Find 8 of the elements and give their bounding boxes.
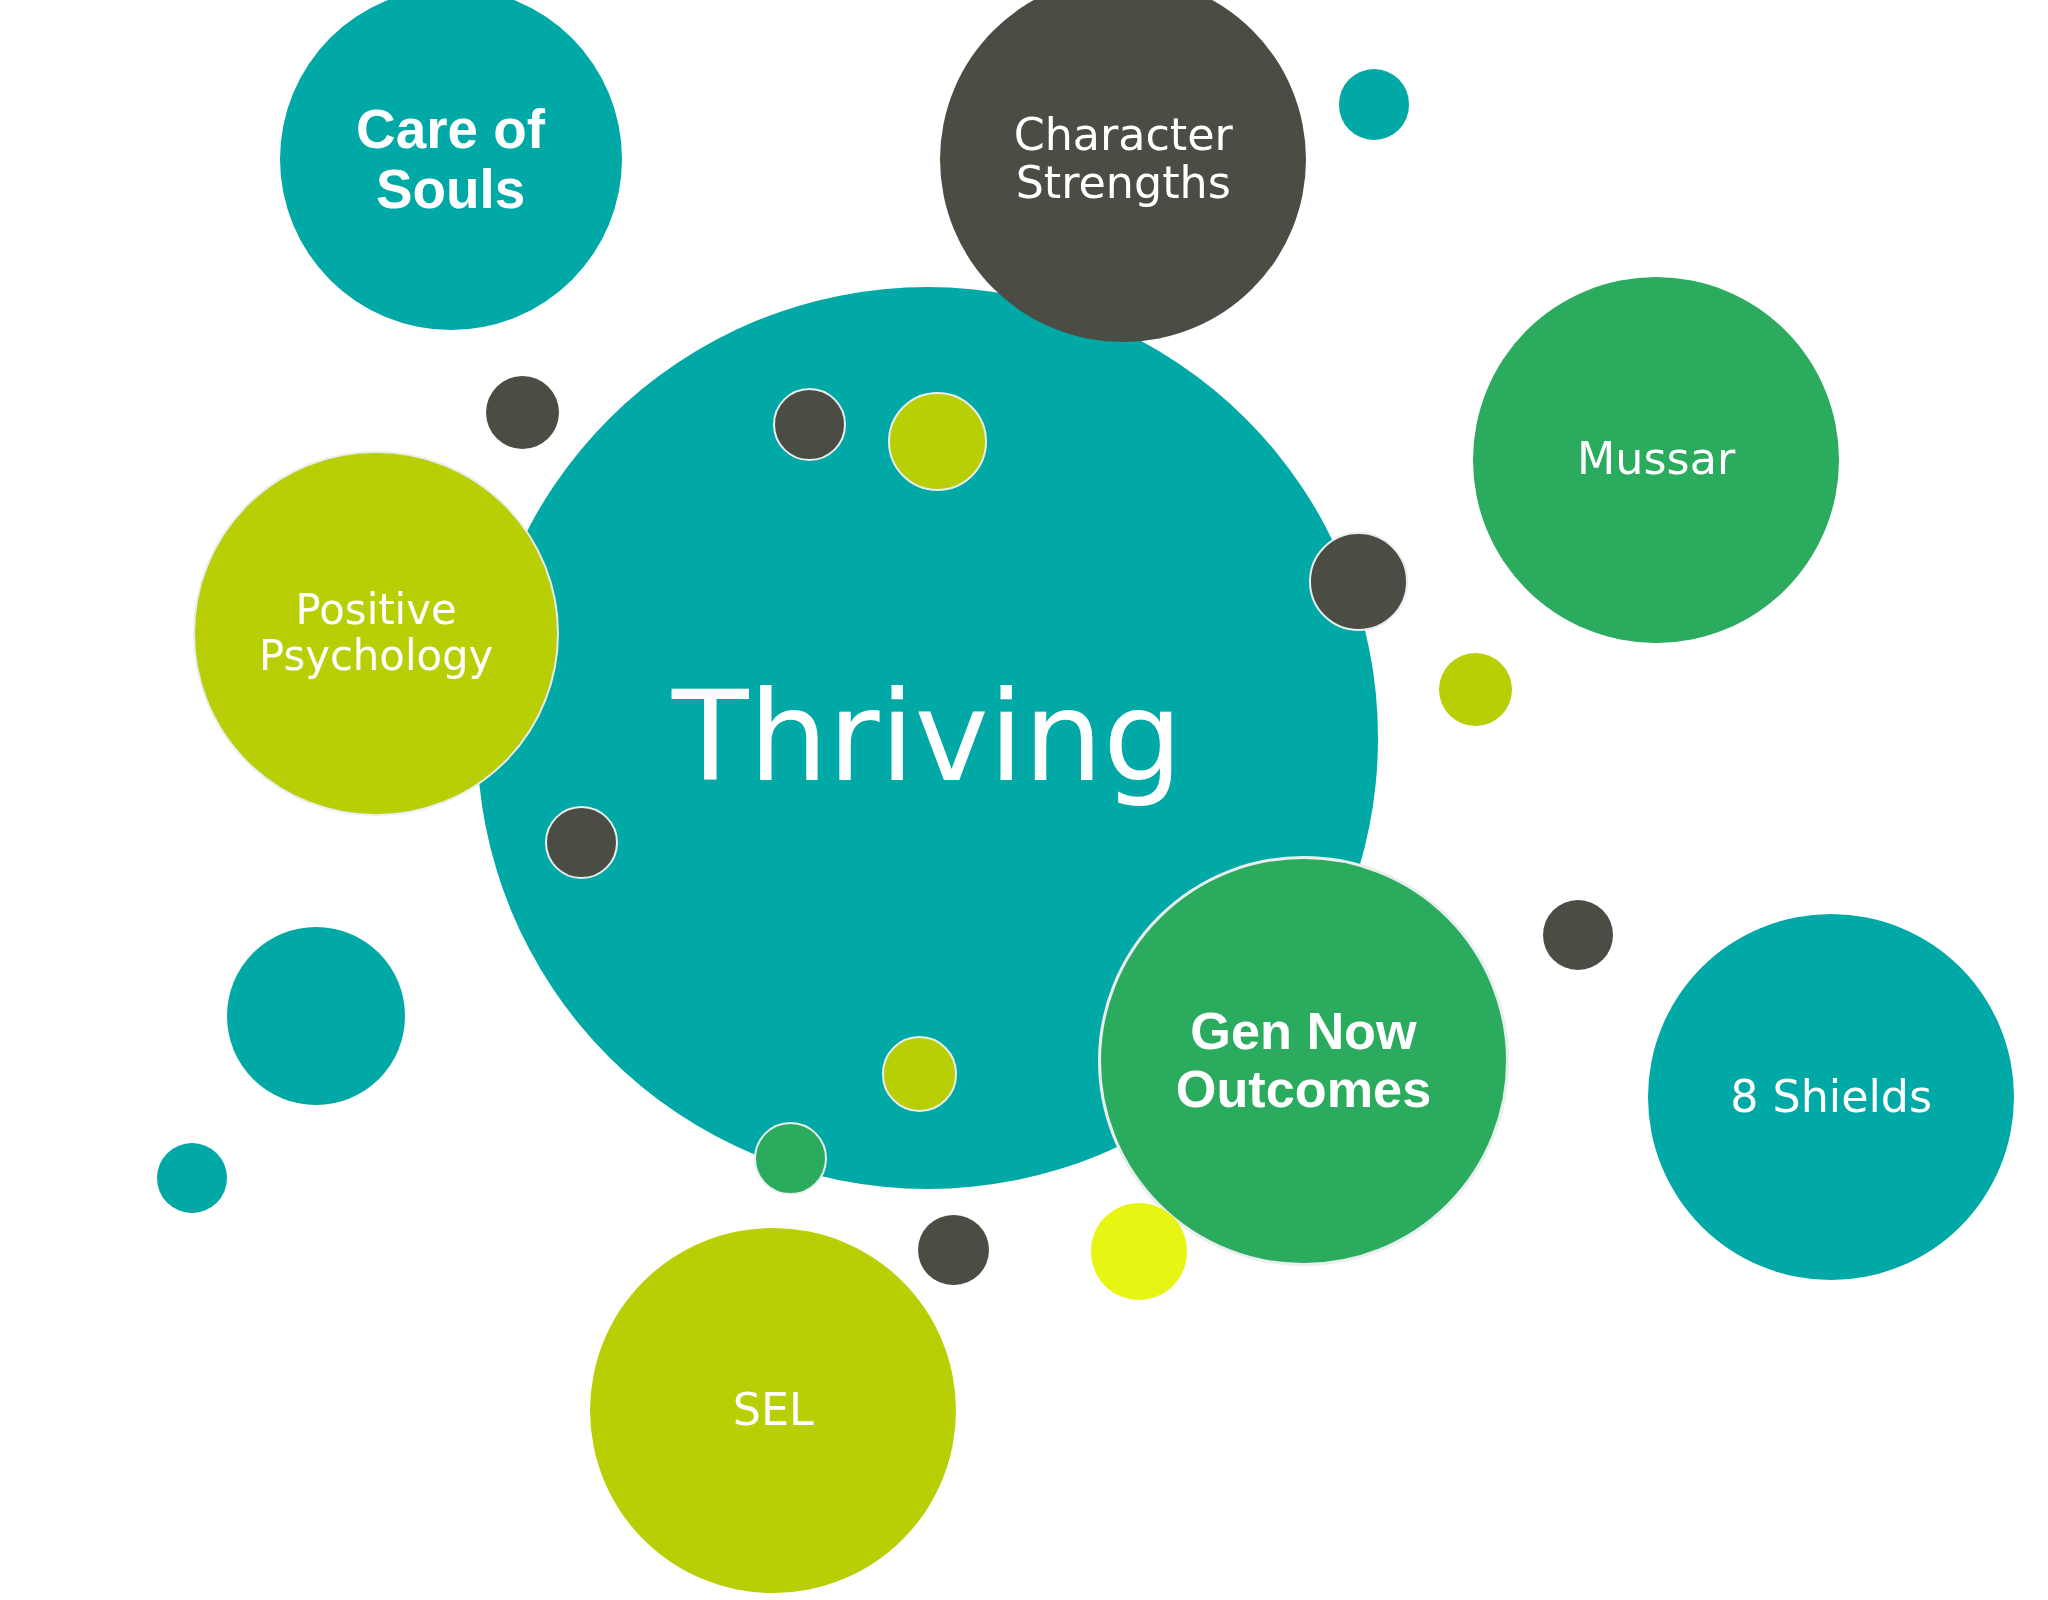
topic-label: Mussar <box>1576 435 1737 485</box>
topic-label: SEL <box>731 1386 815 1435</box>
topic-label: Character Strengths <box>1012 110 1234 209</box>
topic-label: Thriving <box>670 669 1184 807</box>
topic-label: Gen Now Outcomes <box>1174 1003 1433 1118</box>
topic-label: Care of Souls <box>355 99 547 220</box>
topic-label: Positive Psychology <box>257 587 495 680</box>
topic-label: 8 Shields <box>1729 1072 1934 1122</box>
